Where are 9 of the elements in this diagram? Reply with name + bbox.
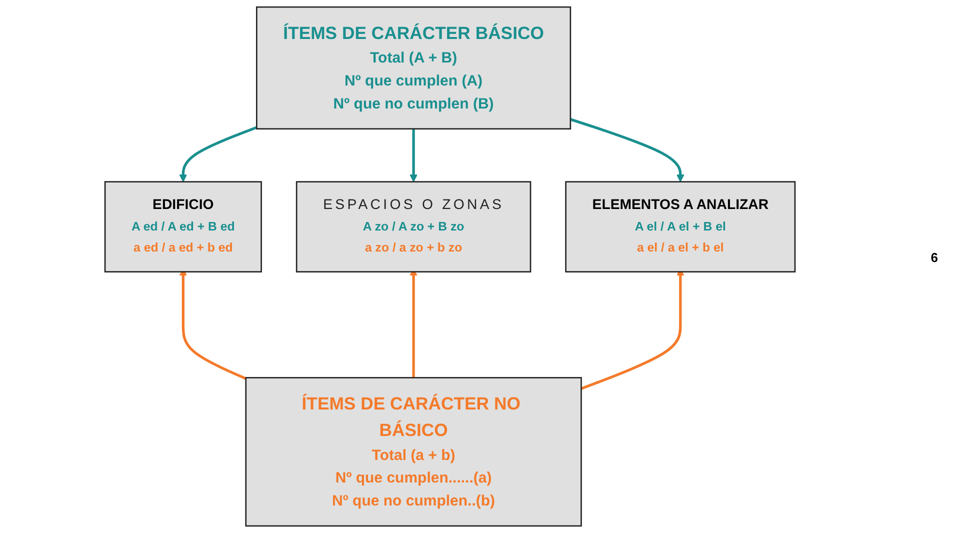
node-box: ESPACIOS O ZONAS A zo / A zo + B zo a zo / a zo + b zo [296,181,532,272]
node-box: ÍTEMS DE CARÁCTER BÁSICO Total (A + B) Nº que cumplen (A) Nº que no cumplen (B) [256,6,572,130]
arrow [179,126,258,182]
arrow [570,118,684,182]
arrow [410,128,418,182]
node-box: ELEMENTOS A ANALIZAR A el / A el + B el a el / a el + b el [565,181,796,272]
node-box: ÍTEMS DE CARÁCTER NO BÁSICO Total (a + b) Nº que cumplen......(a) Nº que no cumplen..(b) [245,377,582,527]
note-text: 6 [930,250,938,265]
node-box: EDIFICIO A ed / A ed + B ed a ed / a ed + b ed [104,181,262,272]
